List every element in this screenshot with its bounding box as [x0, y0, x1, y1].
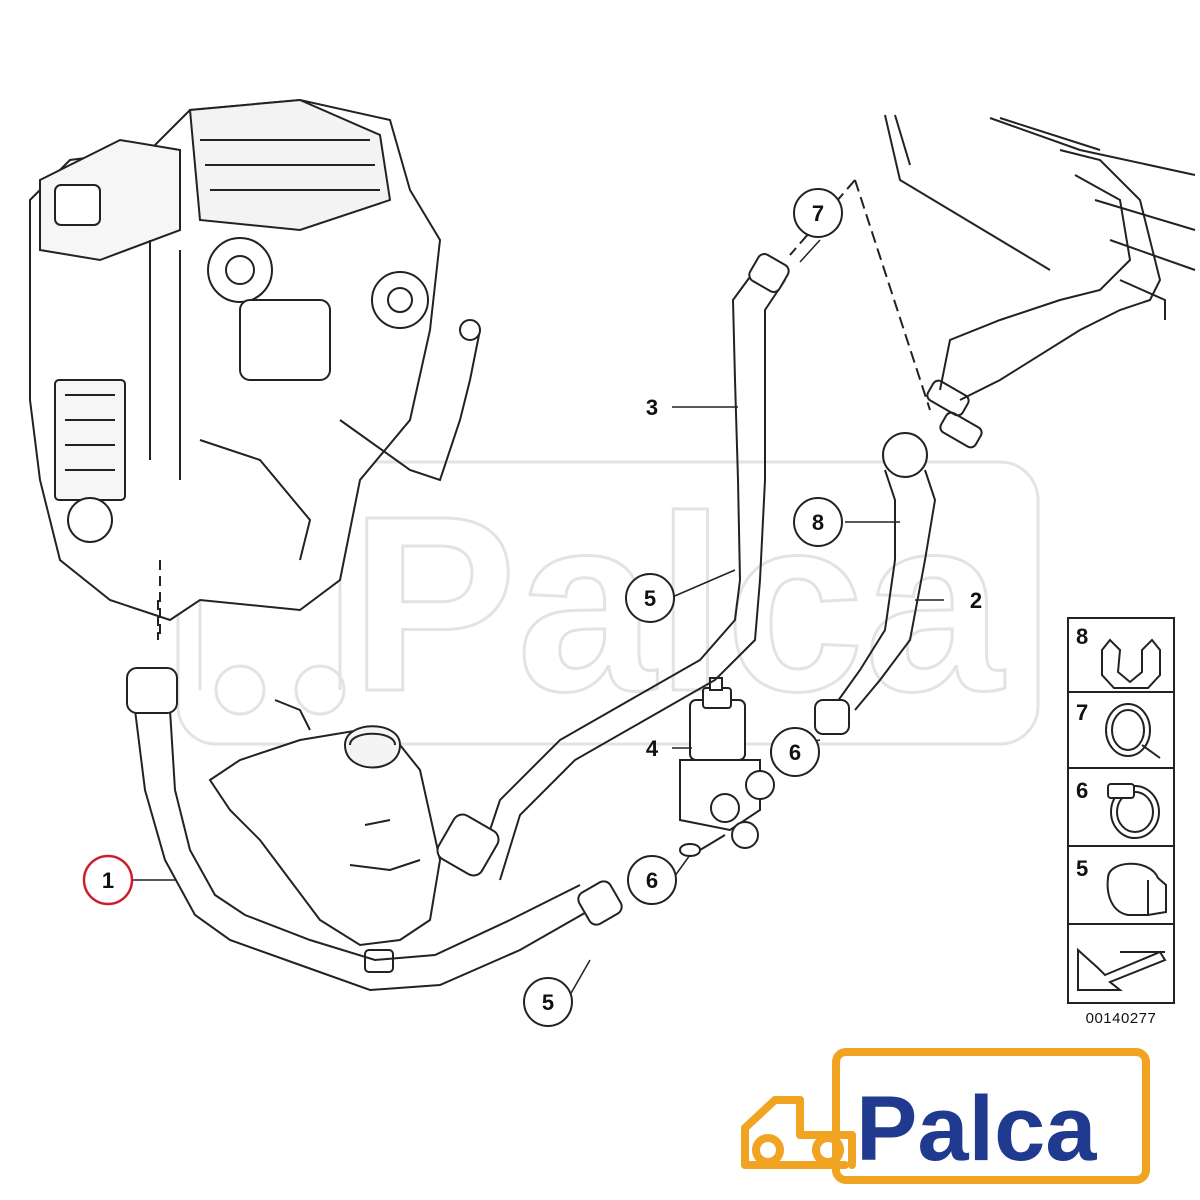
legend-number: 8 — [1076, 624, 1088, 649]
legend-number: 7 — [1076, 700, 1088, 725]
callout-3: 3 — [646, 395, 658, 420]
hose-2 — [814, 432, 937, 735]
diagram-id: 00140277 — [1086, 1010, 1157, 1027]
engine-block — [29, 98, 481, 640]
heater-valve — [678, 677, 775, 857]
callout-5-lower: 5 — [523, 977, 573, 1027]
callout-number: 2 — [970, 588, 982, 613]
legend-item-7: 7 — [1076, 700, 1161, 759]
leader-lines — [130, 239, 944, 996]
car-icon — [741, 1096, 856, 1169]
hose-5 — [436, 579, 761, 881]
callout-6-left: 6 — [627, 855, 677, 905]
callout-1: 1 — [82, 854, 134, 906]
clip-icon — [1106, 862, 1167, 916]
callout-5-upper: 5 — [625, 573, 675, 623]
callout-2: 2 — [970, 588, 982, 613]
legend-item-8: 8 — [1076, 624, 1161, 689]
watermark-text: Palca — [350, 464, 1005, 743]
callout-number: 7 — [812, 201, 824, 226]
hose-1 — [126, 667, 623, 992]
legend-panel: 8 7 6 5 — [1067, 617, 1175, 1004]
callout-number: 6 — [789, 740, 801, 765]
legend-item-6: 6 — [1076, 778, 1160, 839]
callout-number: 5 — [644, 586, 656, 611]
expansion-tank — [208, 699, 442, 973]
callout-number: 1 — [102, 868, 114, 893]
hose-3 — [731, 253, 790, 581]
hose-clamp-icon — [1105, 703, 1161, 759]
callout-4: 4 — [646, 736, 659, 761]
watermark: Palca — [176, 460, 1040, 746]
callout-circle-highlight — [82, 854, 134, 906]
callout-8: 8 — [793, 497, 843, 547]
callout-number: 5 — [542, 990, 554, 1015]
legend-number: 6 — [1076, 778, 1088, 803]
legend-number: 5 — [1076, 856, 1088, 881]
clip-icon — [1101, 638, 1161, 689]
worm-clamp-icon — [1107, 783, 1160, 839]
brand-logo: Palca — [741, 1048, 1150, 1184]
arrow-icon — [1077, 947, 1167, 991]
brand-name: Palca — [856, 1078, 1097, 1180]
callout-number: 4 — [646, 736, 659, 761]
legend-item-5: 5 — [1076, 856, 1167, 916]
heater-core — [789, 114, 1196, 449]
callout-number: 3 — [646, 395, 658, 420]
callout-number: 6 — [646, 868, 658, 893]
callout-number: 8 — [812, 510, 824, 535]
callout-6-right: 6 — [770, 727, 820, 777]
brand-frame — [832, 1048, 1150, 1184]
callout-7: 7 — [793, 188, 843, 238]
